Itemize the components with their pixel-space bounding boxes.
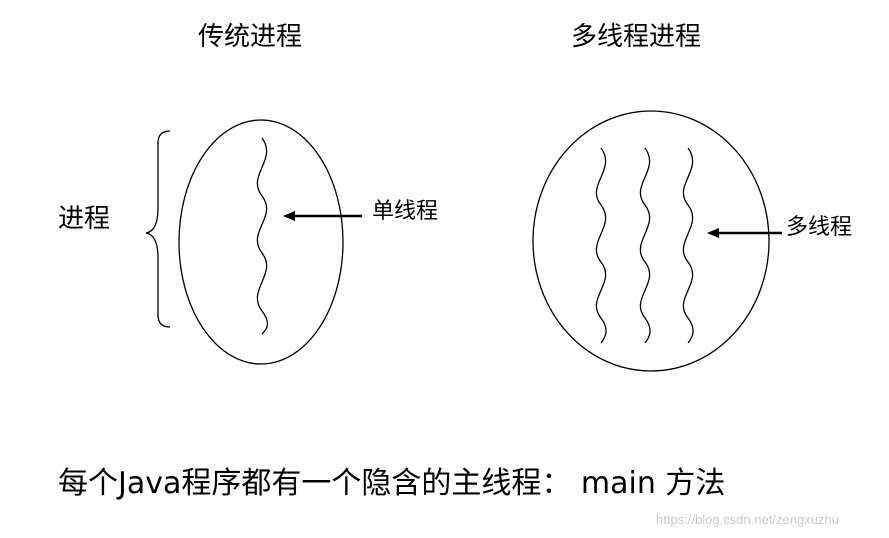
- single-thread-label: 单线程: [372, 199, 439, 224]
- single-thread-wave: [256, 137, 269, 335]
- multi-thread-label: 多线程: [786, 215, 853, 240]
- thread-wave-1: [595, 147, 607, 344]
- left-diagram-title: 传统进程: [198, 22, 303, 52]
- left-curly-brace: [145, 130, 171, 328]
- process-label: 进程: [58, 204, 111, 234]
- multithread-process-ellipse: [532, 110, 770, 372]
- traditional-process-ellipse: [178, 119, 344, 365]
- right-diagram-title: 多线程进程: [571, 22, 702, 52]
- multi-thread-arrowhead: [707, 228, 719, 238]
- single-thread-arrowhead: [283, 211, 295, 221]
- thread-wave-2: [639, 147, 651, 344]
- watermark: https://blog.csdn.net/zengxuzhu: [656, 512, 839, 527]
- caption-main-thread: 每个Java程序都有一个隐含的主线程： main 方法: [58, 466, 726, 501]
- thread-wave-3: [682, 147, 694, 344]
